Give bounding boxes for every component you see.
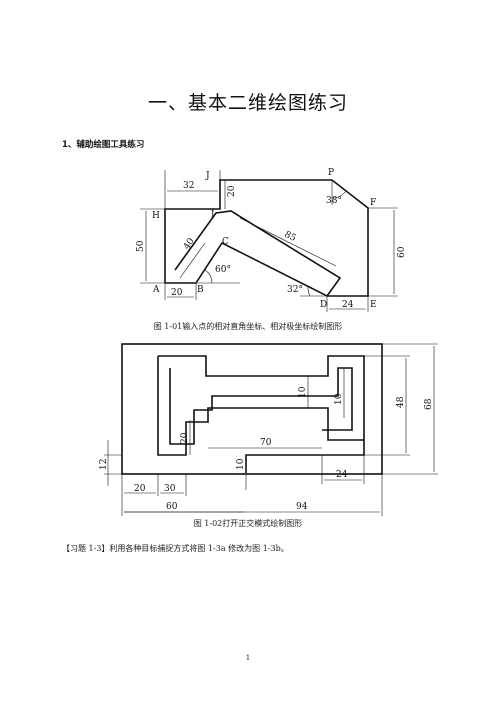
fig2-inner-outline [158, 355, 365, 473]
dim2-12: 12 [99, 459, 109, 470]
fig2-outer-frame [121, 343, 383, 475]
dim2-70: 70 [260, 438, 272, 448]
dim2-94: 94 [296, 502, 308, 512]
fig1-slot-line [174, 210, 342, 297]
label-E: E [370, 300, 377, 310]
dim-20-horizontal: 20 [171, 288, 183, 298]
label-B: B [197, 285, 204, 295]
dim-85: 85 [283, 230, 298, 244]
label-P: P [328, 168, 334, 178]
label-I: I [211, 210, 215, 220]
dim2-48: 48 [396, 396, 406, 408]
dim2-60: 60 [166, 502, 178, 512]
dim2-20-bottom: 20 [134, 484, 146, 494]
fig2-inner-offset [169, 367, 353, 445]
dim2-68: 68 [424, 398, 434, 410]
dim2-10-c: 10 [236, 458, 246, 470]
label-H: H [152, 211, 160, 221]
dim-24: 24 [342, 300, 354, 310]
dim-50: 50 [136, 240, 146, 252]
label-J: J [205, 171, 210, 181]
dim-32: 32 [183, 181, 194, 191]
page-title: 一、基本二维绘图练习 [147, 92, 348, 114]
label-F: F [370, 198, 376, 208]
dim-38-angle: 38° [326, 196, 342, 206]
dim-32-angle: 32° [287, 285, 303, 295]
dim-20-vertical: 20 [227, 185, 237, 197]
label-C: C [222, 237, 229, 247]
label-D: D [320, 300, 327, 310]
dim-60: 60 [397, 246, 407, 258]
dim2-20: 20 [180, 432, 190, 444]
dim2-10-a: 10 [298, 386, 308, 398]
label-A: A [152, 285, 160, 295]
exercise-text: 【习题 1-3】利用各种目标捕捉方式将图 1-3a 修改为图 1-3b。 [62, 544, 289, 553]
page-number: 1 [245, 654, 251, 662]
dim2-30: 30 [164, 484, 176, 494]
dim2-24: 24 [336, 470, 348, 480]
section-heading: 1、辅助绘图工具练习 [62, 140, 145, 150]
figure-2-caption: 图 1-02打开正交模式绘制图形 [193, 519, 303, 528]
dim2-10-b: 10 [334, 393, 344, 405]
figure-1-caption: 图 1-01输入点的相对直角坐标、相对极坐标绘制图形 [153, 322, 343, 331]
dim-60-angle: 60° [215, 265, 231, 275]
